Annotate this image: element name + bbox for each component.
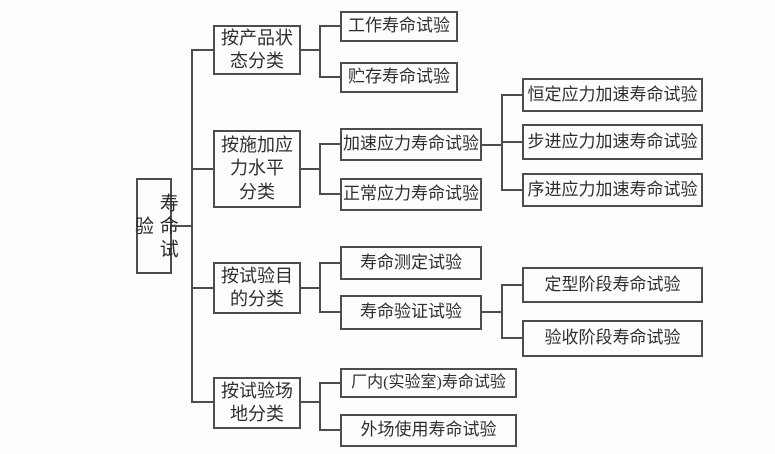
node-progressive-stress-accelerated-life-test: 序进应力加速寿命试验: [522, 173, 703, 207]
connector-line: [482, 144, 501, 146]
connector-line: [319, 76, 340, 78]
connector-line: [191, 49, 193, 403]
node-step-stress-accelerated-life-test: 步进应力加速寿命试验: [522, 124, 703, 160]
connector-line: [319, 262, 321, 313]
node-normal-stress-life-test: 正常应力寿命试验: [340, 178, 482, 211]
connector-line: [191, 49, 213, 51]
connector-line: [191, 287, 213, 289]
connector-line: [501, 141, 522, 143]
connector-line: [319, 262, 340, 264]
category-node-test-site: 按试验场 地分类: [213, 377, 301, 429]
connector-line: [319, 382, 340, 384]
connector-line: [301, 401, 319, 403]
connector-line: [301, 168, 319, 170]
connector-line: [319, 143, 340, 145]
connector-line: [501, 337, 522, 339]
node-in-factory-lab-life-test: 厂内(实验室)寿命试验: [340, 368, 517, 398]
node-constant-stress-accelerated-life-test: 恒定应力加速寿命试验: [522, 78, 703, 112]
connector-line: [191, 401, 213, 403]
connector-line: [501, 284, 503, 339]
connector-line: [319, 25, 321, 78]
node-storage-life-test: 贮存寿命试验: [340, 62, 458, 93]
connector-line: [319, 429, 340, 431]
connector-line: [319, 193, 340, 195]
connector-line: [501, 189, 522, 191]
connector-line: [319, 25, 340, 27]
category-node-stress-level: 按施加应 力水平 分类: [213, 130, 301, 208]
category-node-test-purpose: 按试验目 的分类: [213, 262, 301, 314]
connector-line: [301, 49, 319, 51]
node-life-measurement-test: 寿命测定试验: [340, 246, 482, 280]
connector-line: [501, 284, 522, 286]
connector-line: [482, 311, 501, 313]
category-node-product-state: 按产品状 态分类: [213, 25, 301, 75]
connector-line: [301, 287, 319, 289]
node-acceptance-stage-life-test: 验收阶段寿命试验: [522, 320, 703, 357]
node-field-use-life-test: 外场使用寿命试验: [340, 414, 517, 447]
root-node-life-test: 寿命试验: [132, 178, 178, 274]
node-life-verification-test: 寿命验证试验: [340, 295, 482, 330]
node-finalization-stage-life-test: 定型阶段寿命试验: [522, 267, 703, 303]
node-accelerated-stress-life-test: 加速应力寿命试验: [340, 128, 482, 161]
connector-line: [319, 143, 321, 195]
connector-line: [501, 94, 522, 96]
node-working-life-test: 工作寿命试验: [340, 11, 458, 42]
connector-line: [172, 225, 192, 227]
connector-line: [319, 311, 340, 313]
connector-line: [191, 168, 213, 170]
connector-line: [319, 382, 321, 430]
